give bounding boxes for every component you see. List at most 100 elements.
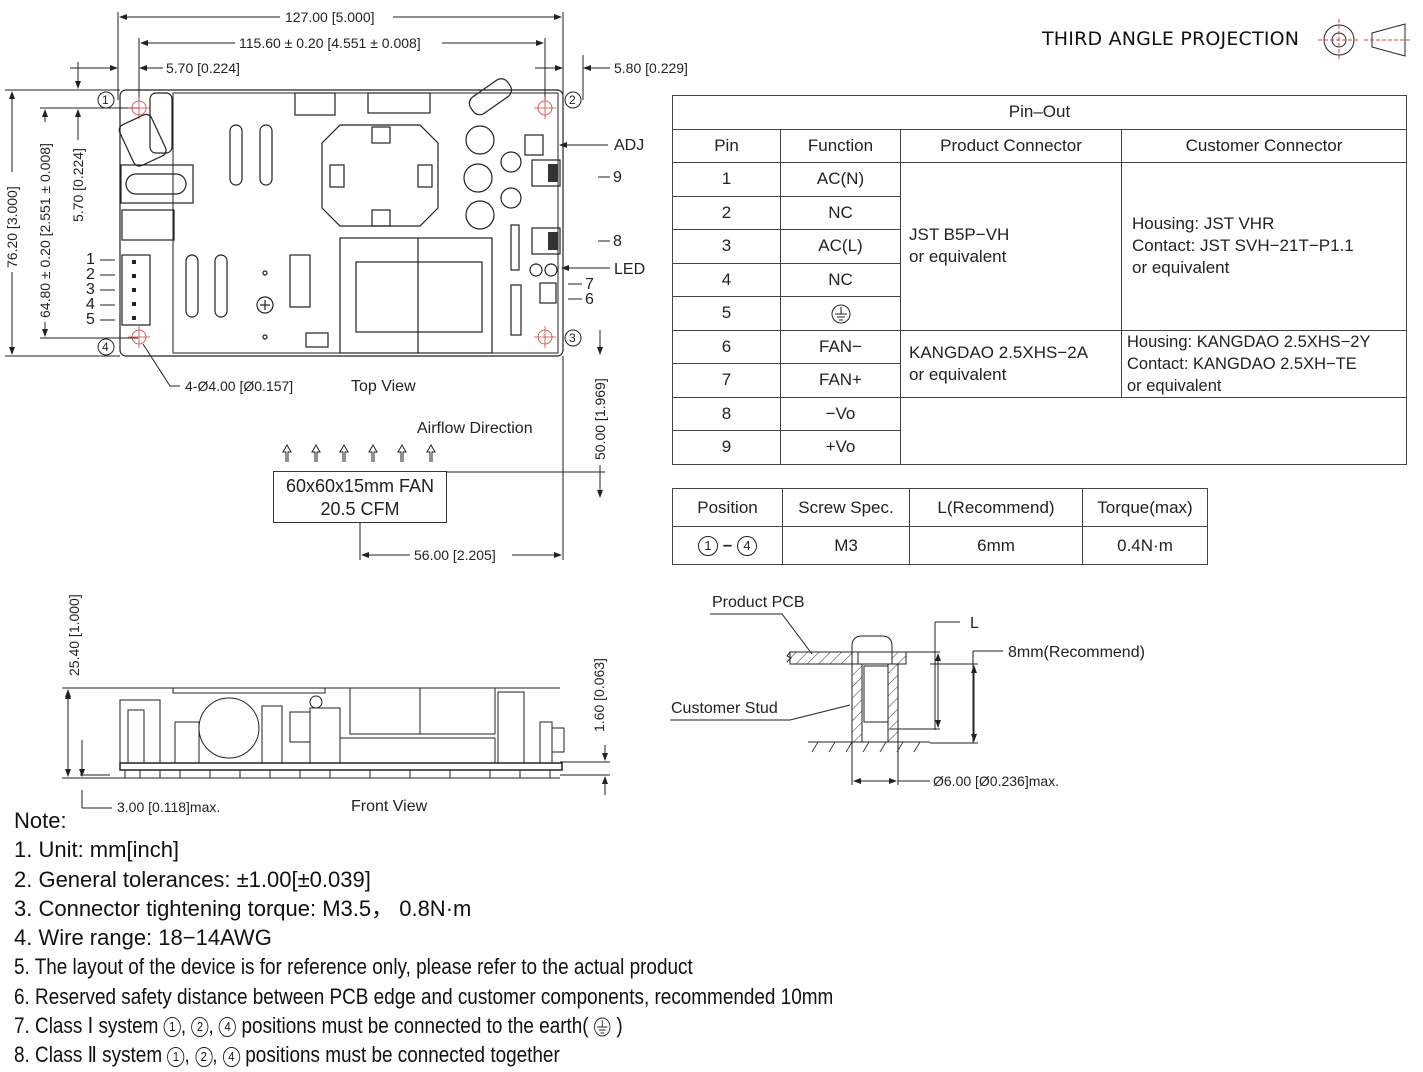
airflow-arrow-icon bbox=[339, 443, 349, 462]
customer-connector-ac: Housing: JST VHR Contact: JST SVH−21T−P1… bbox=[1121, 162, 1407, 331]
note-item: 1. Unit: mm[inch] bbox=[14, 837, 180, 863]
notes-section: Note: 1. Unit: mm[inch] 2. General toler… bbox=[14, 806, 967, 1070]
l-label: L bbox=[970, 615, 979, 632]
svg-text:1: 1 bbox=[102, 93, 109, 107]
recommend-label: 8mm(Recommend) bbox=[1008, 644, 1145, 661]
airflow-arrow-icon bbox=[397, 443, 407, 462]
front-view-title: Front View bbox=[351, 798, 428, 815]
callout-led: LED bbox=[614, 261, 645, 278]
svg-text:1: 1 bbox=[86, 251, 95, 268]
dim-overall-width: 127.00 [5.000] bbox=[285, 9, 375, 25]
screw-spec-value: M3 bbox=[782, 526, 910, 565]
top-view-pcb bbox=[118, 78, 564, 357]
output-callouts: ADJ 9 8 LED 7 6 bbox=[559, 137, 645, 308]
top-view-title: Top View bbox=[351, 378, 416, 395]
svg-text:2: 2 bbox=[569, 93, 576, 107]
fan-size: 60x60x15mm FAN bbox=[285, 476, 435, 496]
dim-fan-distance-y: 50.00 [1.969] bbox=[592, 378, 608, 460]
callout-pin7: 7 bbox=[585, 276, 594, 293]
svg-text:3: 3 bbox=[569, 331, 576, 345]
header-function: Function bbox=[780, 128, 901, 163]
note-item: 7. Class Ⅰ system 1, 2, 4 positions must… bbox=[14, 1013, 623, 1039]
product-connector-ac: JST B5P−VH or equivalent bbox=[900, 162, 1122, 331]
dim-front-height: 25.40 [1.000] bbox=[66, 594, 82, 676]
fan-cfm: 20.5 CFM bbox=[320, 499, 400, 519]
product-pcb-label: Product PCB bbox=[712, 594, 804, 611]
header-torque: Torque(max) bbox=[1082, 488, 1208, 527]
callout-pin9: 9 bbox=[613, 169, 622, 186]
third-angle-projection-icon bbox=[1318, 19, 1412, 61]
airflow-arrow-icon bbox=[426, 443, 436, 462]
product-connector-fan: KANGDAO 2.5XHS−2A or equivalent bbox=[900, 329, 1122, 398]
table-row: 5 bbox=[672, 296, 1407, 331]
svg-text:2: 2 bbox=[86, 266, 95, 283]
fan-spec-box: 60x60x15mm FAN 20.5 CFM bbox=[273, 471, 447, 523]
callout-pin8: 8 bbox=[613, 233, 622, 250]
note-item: 8. Class Ⅱ system 1, 2, 4 positions must… bbox=[14, 1042, 560, 1068]
length-value: 6mm bbox=[909, 526, 1083, 565]
header-screw-spec: Screw Spec. bbox=[782, 488, 910, 527]
output-connector-empty bbox=[900, 396, 1407, 465]
dim-pcb-thickness: 1.60 [0.063] bbox=[591, 658, 607, 732]
table-row: 1 – 4 M3 6mm 0.4N·m bbox=[672, 526, 1208, 565]
dim-hole-spacing-y: 64.80 ± 0.20 [2.551 ± 0.008] bbox=[37, 143, 53, 318]
note-item: 4. Wire range: 18−14AWG bbox=[14, 925, 272, 951]
table-row: 9+Vo bbox=[672, 430, 1407, 465]
dim-hole-spacing-x: 115.60 ± 0.20 [4.551 ± 0.008] bbox=[239, 35, 421, 51]
svg-text:3: 3 bbox=[86, 281, 95, 298]
header-product-connector: Product Connector bbox=[900, 128, 1122, 163]
note-item: 3. Connector tightening torque: M3.5， 0.… bbox=[14, 895, 472, 921]
airflow-label: Airflow Direction bbox=[417, 420, 533, 437]
svg-text:4: 4 bbox=[102, 340, 109, 354]
stud-detail-drawing bbox=[670, 613, 1003, 785]
mount-holes bbox=[128, 97, 556, 348]
earth-ground-icon bbox=[594, 1017, 611, 1037]
dim-top-offset: 5.70 [0.224] bbox=[70, 148, 86, 222]
input-pin-labels: 1 2 3 4 5 bbox=[86, 251, 115, 328]
table-row: 6 FAN− KANGDAO 2.5XHS−2A or equivalent H… bbox=[672, 329, 1407, 398]
header-pin: Pin bbox=[672, 128, 781, 163]
svg-text:4: 4 bbox=[86, 296, 95, 313]
mount-position-labels: 1 2 3 4 bbox=[97, 91, 582, 356]
pinout-table: Pin–Out Pin Function Product Connector C… bbox=[672, 95, 1407, 465]
projection-label: THIRD ANGLE PROJECTION bbox=[1042, 28, 1300, 50]
airflow-arrow-icon bbox=[311, 443, 321, 462]
note-item: 2. General tolerances: ±1.00[±0.039] bbox=[14, 866, 371, 892]
airflow-arrow-icon bbox=[282, 443, 292, 462]
customer-connector-fan: Housing: KANGDAO 2.5XHS−2Y Contact: KANG… bbox=[1121, 329, 1407, 398]
header-customer-connector: Customer Connector bbox=[1121, 128, 1407, 163]
position-range: 1 – 4 bbox=[672, 526, 783, 565]
front-view-pcb bbox=[119, 687, 565, 778]
header-length: L(Recommend) bbox=[909, 488, 1083, 527]
screw-spec-table: Position Screw Spec. L(Recommend) Torque… bbox=[672, 488, 1208, 565]
front-view-dimension-texts: 25.40 [1.000] 1.60 [0.063] 3.00 [0.118]m… bbox=[66, 594, 607, 815]
dim-right-offset: 5.80 [0.229] bbox=[614, 60, 688, 76]
top-view-dimensions bbox=[5, 12, 610, 560]
top-view-dimension-texts: 127.00 [5.000] 115.60 ± 0.20 [4.551 ± 0.… bbox=[4, 9, 688, 563]
header-position: Position bbox=[672, 488, 783, 527]
notes-title: Note: bbox=[14, 808, 67, 833]
dim-left-offset: 5.70 [0.224] bbox=[166, 60, 240, 76]
pinout-title: Pin–Out bbox=[672, 95, 1407, 130]
airflow-arrows bbox=[282, 443, 436, 462]
note-item: 6. Reserved safety distance between PCB … bbox=[14, 983, 834, 1009]
callout-pin6: 6 bbox=[585, 291, 594, 308]
dim-overall-height: 76.20 [3.000] bbox=[4, 186, 20, 268]
earth-ground-icon bbox=[831, 304, 850, 323]
dim-holes: 4-Ø4.00 [Ø0.157] bbox=[185, 378, 293, 394]
dim-pin-length: 3.00 [0.118]max. bbox=[117, 799, 220, 815]
callout-adj: ADJ bbox=[614, 137, 644, 154]
table-row: 8 −Vo bbox=[672, 396, 1407, 465]
airflow-arrow-icon bbox=[368, 443, 378, 462]
table-row: 1 AC(N) JST B5P−VH or equivalent Housing… bbox=[672, 162, 1407, 331]
dim-fan-distance-x: 56.00 [2.205] bbox=[414, 547, 496, 563]
diameter-label: Ø6.00 [Ø0.236]max. bbox=[933, 773, 1059, 789]
stud-detail-labels: Product PCB Customer Stud L 8mm(Recommen… bbox=[671, 594, 1145, 789]
note-item: 5. The layout of the device is for refer… bbox=[14, 954, 693, 980]
torque-value: 0.4N·m bbox=[1082, 526, 1208, 565]
svg-text:5: 5 bbox=[86, 311, 95, 328]
